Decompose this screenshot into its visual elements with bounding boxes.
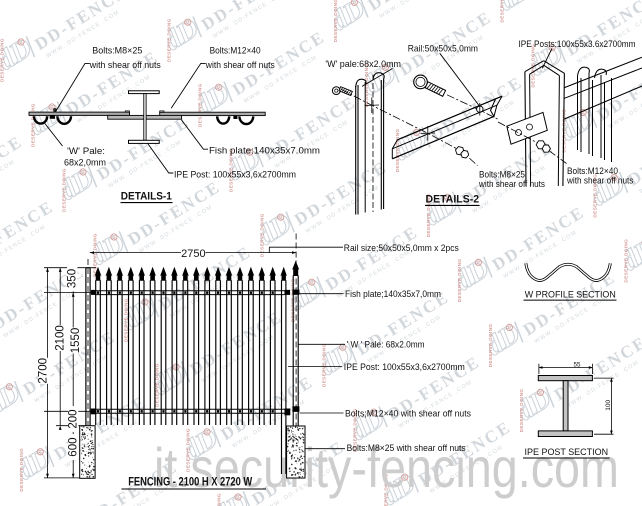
svg-text:DETAILS-1: DETAILS-1: [121, 191, 172, 203]
svg-text:Bolts;M12×40 with shear off nu: Bolts;M12×40 with shear off nuts: [345, 408, 471, 419]
svg-text:R: R: [581, 110, 586, 116]
svg-text:DESERVE DOING: DESERVE DOING: [228, 148, 234, 192]
svg-text:R: R: [50, 104, 55, 110]
svg-text:R: R: [247, 149, 252, 155]
svg-text:with shear off nuts: with shear off nuts: [205, 60, 275, 71]
svg-text:DESERVE DOING: DESERVE DOING: [124, 298, 130, 342]
svg-text:Rail size;50x50x5,0mm x 2pcs: Rail size;50x50x5,0mm x 2pcs: [344, 243, 459, 254]
svg-text:R: R: [236, 494, 241, 500]
svg-text:R: R: [612, 175, 617, 181]
svg-text:DESERVE DOING: DESERVE DOING: [62, 168, 68, 212]
svg-text:R: R: [340, 344, 345, 350]
svg-text:R: R: [81, 169, 86, 175]
svg-text:W PROFILE SECTION: W PROFILE SECTION: [525, 289, 616, 300]
svg-text:1550: 1550: [70, 328, 82, 354]
svg-text:2750: 2750: [181, 248, 205, 260]
svg-text:DESERVE DOING: DESERVE DOING: [259, 213, 265, 257]
svg-text:DESERVE DOING: DESERVE DOING: [352, 408, 358, 452]
svg-text:R: R: [112, 234, 117, 240]
svg-text:350: 350: [67, 269, 79, 288]
svg-text:R: R: [371, 409, 376, 415]
svg-text:R: R: [185, 19, 190, 25]
svg-text:DESERVE DOING: DESERVE DOING: [624, 239, 630, 283]
svg-text:R: R: [7, 384, 12, 390]
svg-text:DESERVE DOING: DESERVE DOING: [166, 18, 172, 62]
svg-text:Fish plate:140x35x7.0mm: Fish plate:140x35x7.0mm: [209, 145, 320, 156]
svg-text:DESERVE DOING: DESERVE DOING: [488, 324, 494, 368]
svg-text:DESERVE DOING: DESERVE DOING: [93, 233, 99, 277]
svg-text:R: R: [383, 65, 388, 71]
svg-text:R: R: [216, 84, 221, 90]
svg-text:200: 200: [67, 409, 79, 428]
svg-text:DESERVE DOING: DESERVE DOING: [333, 0, 339, 42]
svg-text:68x2,0mm: 68x2,0mm: [64, 158, 106, 169]
svg-text:DESERVE DOING: DESERVE DOING: [217, 493, 223, 506]
svg-text:DESERVE DOING: DESERVE DOING: [383, 473, 389, 506]
svg-text:FENCING - 2100 H X 2720 W: FENCING - 2100 H X 2720 W: [128, 474, 253, 488]
svg-text:with shear off nuts: with shear off nuts: [478, 179, 545, 190]
svg-text:R: R: [143, 299, 148, 305]
svg-text:DETAILS-2: DETAILS-2: [426, 193, 480, 205]
svg-text:DESERVE DOING: DESERVE DOING: [31, 103, 37, 147]
svg-text:with shear off nuts: with shear off nuts: [89, 60, 161, 71]
svg-text:R: R: [278, 214, 283, 220]
svg-text:DESERVE DOING: DESERVE DOING: [426, 194, 432, 238]
svg-text:DESERVE DOING: DESERVE DOING: [364, 64, 370, 108]
svg-text:'W' pale:68x2.0mm: 'W' pale:68x2.0mm: [325, 59, 401, 70]
svg-text:' W ' Pale: 68x2.0mm: ' W ' Pale: 68x2.0mm: [347, 339, 425, 350]
svg-text:DESERVE DOING: DESERVE DOING: [531, 44, 537, 88]
svg-text:DESERVE DOING: DESERVE DOING: [457, 259, 463, 303]
svg-text:DESERVE DOING: DESERVE DOING: [593, 174, 599, 218]
svg-text:DESERVE DOING: DESERVE DOING: [0, 38, 6, 82]
svg-text:DESERVE DOING: DESERVE DOING: [19, 448, 25, 492]
svg-text:IPE Post: 100x55x3,6x2700mm: IPE Post: 100x55x3,6x2700mm: [174, 170, 296, 181]
svg-text:Bolts:M12×40: Bolts:M12×40: [210, 46, 261, 57]
svg-text:R: R: [309, 279, 314, 285]
svg-text:DESERVE DOING: DESERVE DOING: [321, 343, 327, 387]
svg-text:R: R: [507, 325, 512, 331]
svg-text:DESERVE DOING: DESERVE DOING: [186, 428, 192, 472]
svg-text:2700: 2700: [37, 358, 49, 384]
svg-text:R: R: [205, 429, 210, 435]
svg-text:2100: 2100: [55, 325, 67, 351]
svg-text:R: R: [476, 260, 481, 266]
svg-text:Rail:50x50x5,0mm: Rail:50x50x5,0mm: [408, 44, 478, 55]
svg-text:R: R: [38, 449, 43, 455]
svg-text:R: R: [414, 130, 419, 136]
svg-text:R: R: [402, 474, 407, 480]
svg-text:R: R: [19, 39, 24, 45]
svg-text:R: R: [445, 195, 450, 201]
svg-text:IPE POST SECTION: IPE POST SECTION: [525, 447, 609, 457]
svg-text:Bolts:M12×40: Bolts:M12×40: [567, 166, 618, 177]
svg-text:IPE Posts:100x55x3.6x2700mm: IPE Posts:100x55x3.6x2700mm: [519, 39, 636, 50]
svg-text:600: 600: [67, 438, 79, 457]
svg-text:Bolts:M8×25: Bolts:M8×25: [479, 169, 525, 180]
svg-text:DESERVE DOING: DESERVE DOING: [500, 0, 506, 23]
svg-text:Fish plate;140x35x7,0mm: Fish plate;140x35x7,0mm: [345, 289, 441, 300]
svg-text:DESERVE DOING: DESERVE DOING: [562, 109, 568, 153]
svg-text:IPE Post: 100x55x3,6x2700mm: IPE Post: 100x55x3,6x2700mm: [344, 362, 465, 373]
svg-text:DESERVE DOING: DESERVE DOING: [197, 83, 203, 127]
svg-text:DESERVE DOING: DESERVE DOING: [395, 129, 401, 173]
svg-text:R: R: [550, 45, 555, 51]
svg-text:DESERVE DOING: DESERVE DOING: [155, 363, 161, 407]
svg-text:100: 100: [605, 399, 612, 410]
svg-text:R: R: [352, 0, 357, 6]
svg-text:DESERVE DOING: DESERVE DOING: [519, 389, 525, 433]
svg-text:Bolts:M8×25: Bolts:M8×25: [92, 46, 142, 57]
svg-text:R: R: [538, 390, 543, 396]
svg-text:55: 55: [574, 361, 581, 368]
svg-text:with shear off nuts: with shear off nuts: [566, 176, 633, 187]
svg-text:Bolts:M8×25 with shear off nut: Bolts:M8×25 with shear off nuts: [347, 443, 466, 454]
svg-text:'W' Pale:: 'W' Pale:: [67, 146, 105, 157]
